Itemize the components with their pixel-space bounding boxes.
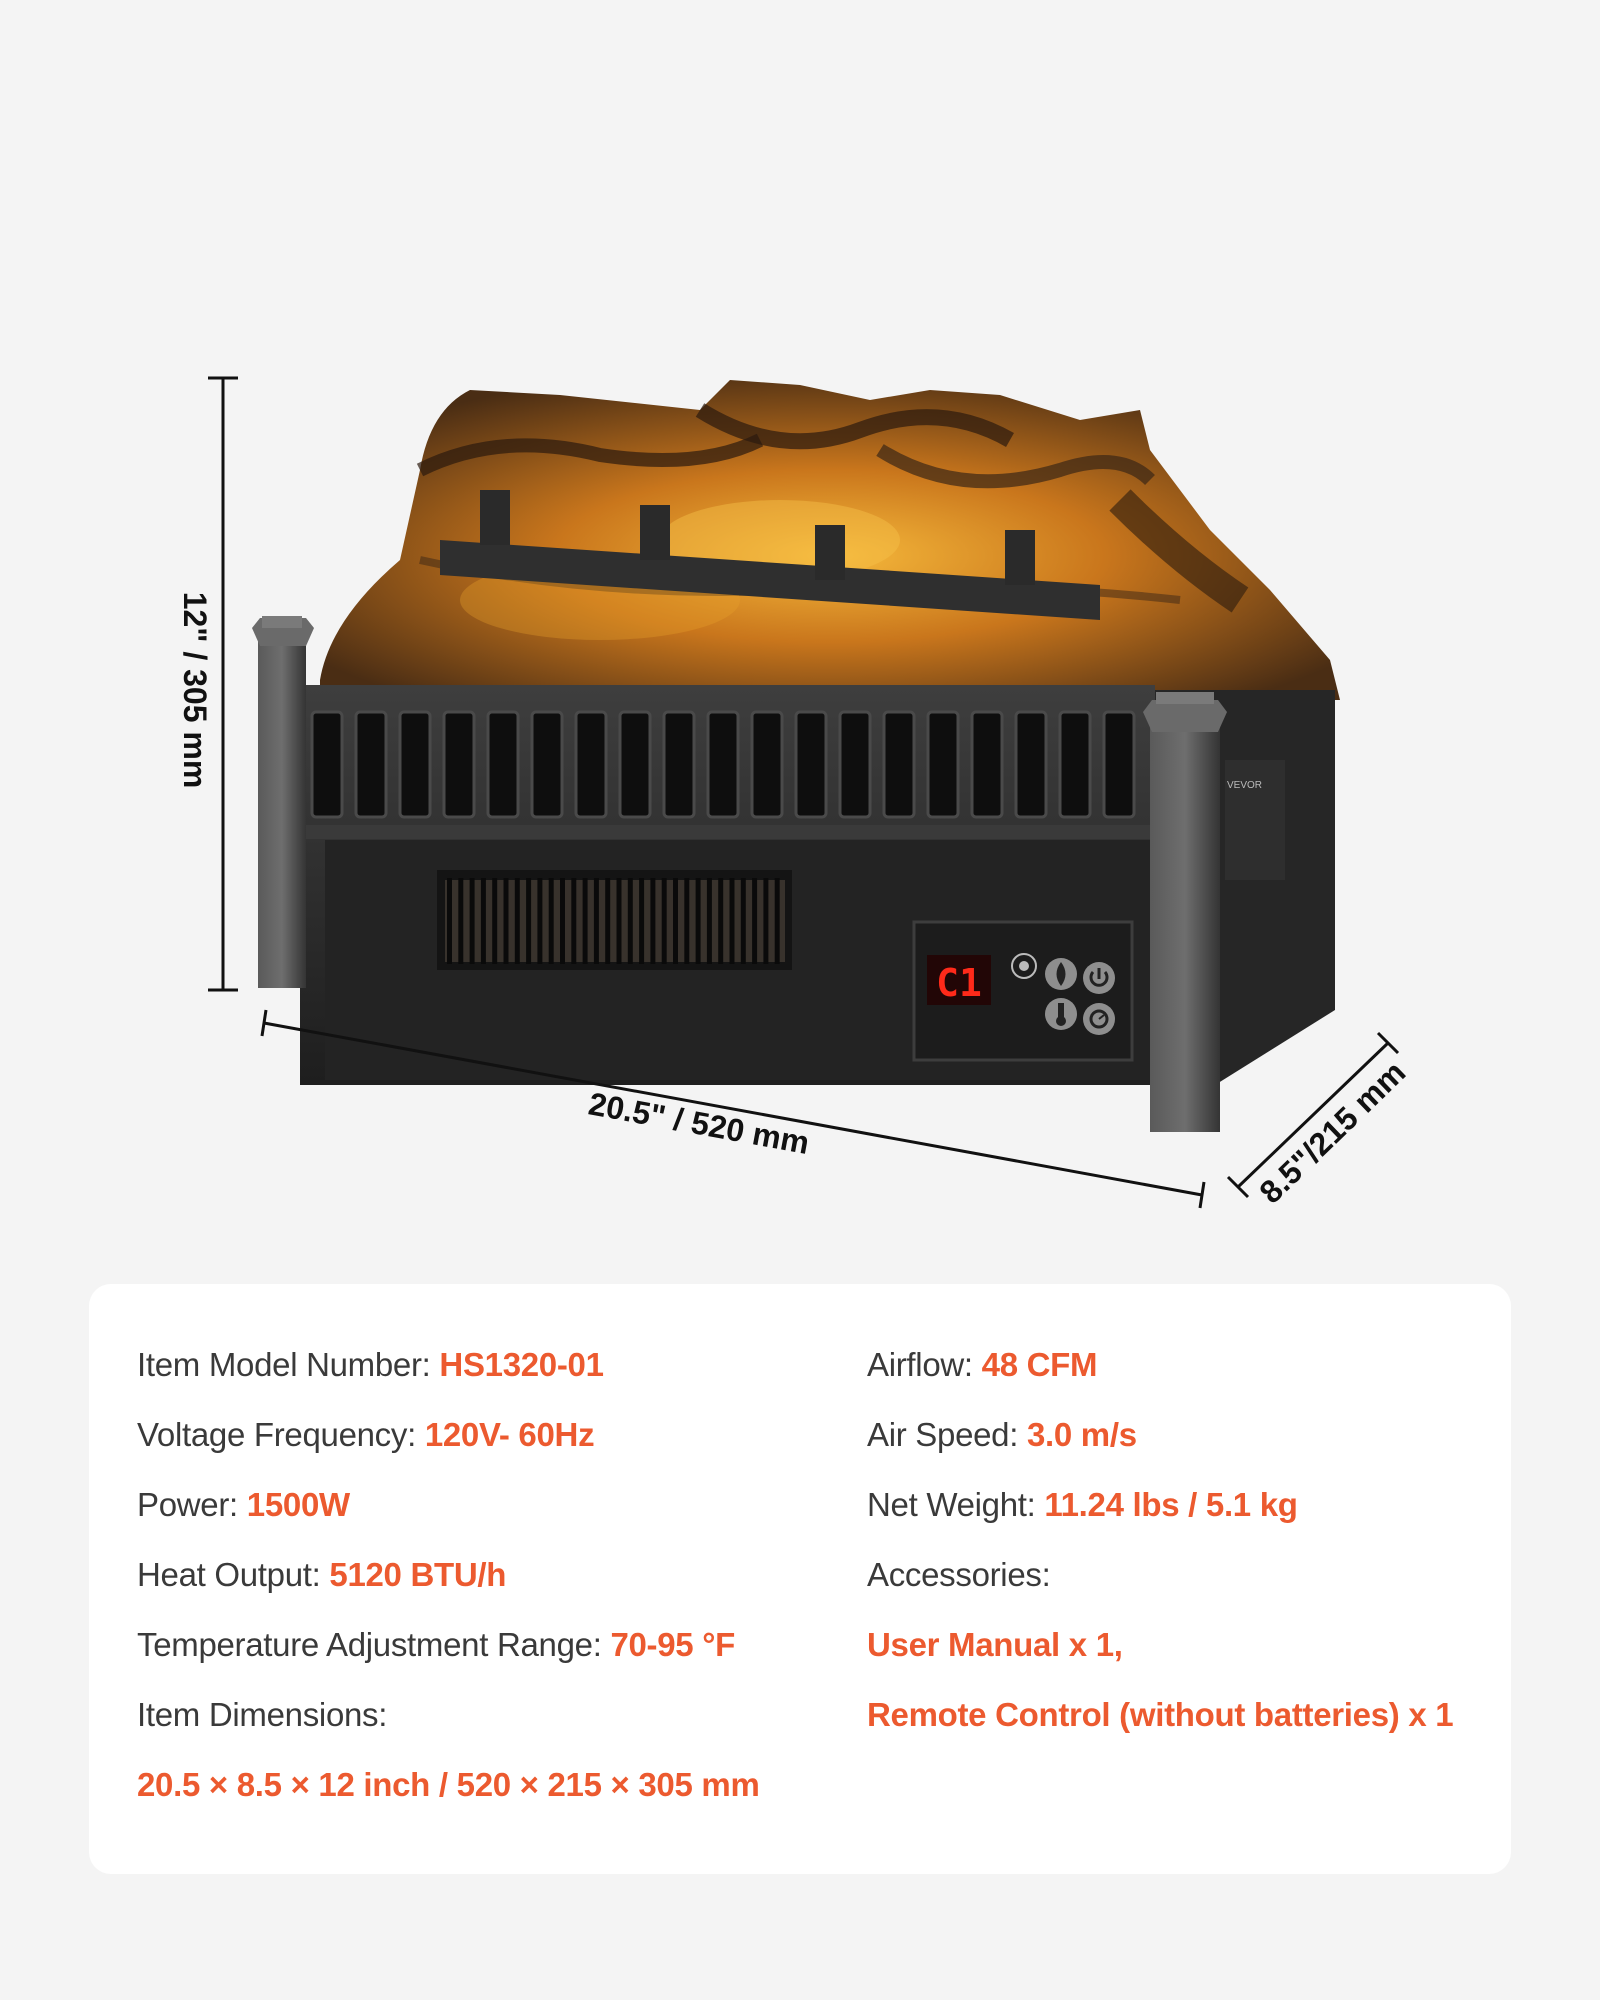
spec-value: 3.0 m/s — [1026, 1416, 1137, 1453]
spec-label: Air Speed: — [867, 1416, 1027, 1453]
spec-row: Remote Control (without batteries) x 1 — [867, 1680, 1487, 1750]
spec-value: Remote Control (without batteries) x 1 — [867, 1696, 1454, 1733]
heater-vent — [437, 870, 792, 970]
spec-label: Temperature Adjustment Range: — [137, 1626, 611, 1663]
product-illustration: VEVOR C1 — [177, 376, 1412, 1210]
spec-label: Item Dimensions: — [137, 1696, 388, 1733]
spec-value: 20.5 × 8.5 × 12 inch / 520 × 215 × 305 m… — [137, 1766, 760, 1803]
spec-row: Power: 1500W — [137, 1470, 817, 1540]
spec-row: Airflow: 48 CFM — [867, 1330, 1487, 1400]
grate-bar — [440, 490, 1100, 620]
spec-value: HS1320-01 — [439, 1346, 604, 1383]
spec-label: Item Model Number: — [137, 1346, 440, 1383]
spec-row: Heat Output: 5120 BTU/h — [137, 1540, 817, 1610]
brightness-icon[interactable] — [1011, 953, 1037, 979]
spec-row: Air Speed: 3.0 m/s — [867, 1400, 1487, 1470]
spec-value: 1500W — [246, 1486, 350, 1523]
spec-value: User Manual x 1, — [867, 1626, 1123, 1663]
thermometer-icon[interactable] — [1045, 998, 1077, 1030]
spec-row: Item Model Number: HS1320-01 — [137, 1330, 817, 1400]
heater-body: C1 — [300, 685, 1155, 1085]
spec-value: 120V- 60Hz — [424, 1416, 595, 1453]
brand-badge: VEVOR — [1227, 780, 1262, 791]
height-dimension — [208, 376, 238, 992]
height-label: 12" / 305 mm — [177, 592, 213, 789]
spec-row: 20.5 × 8.5 × 12 inch / 520 × 215 × 305 m… — [137, 1750, 817, 1820]
width-label: 20.5" / 520 mm — [586, 1085, 812, 1161]
spec-row: Voltage Frequency: 120V- 60Hz — [137, 1400, 817, 1470]
spec-label: Accessories: — [867, 1556, 1051, 1593]
spec-row: Temperature Adjustment Range: 70-95 °F — [137, 1610, 817, 1680]
spec-value: 70-95 °F — [610, 1626, 735, 1663]
timer-icon[interactable] — [1083, 1003, 1115, 1035]
control-panel: C1 — [912, 920, 1134, 1062]
spec-label: Net Weight: — [867, 1486, 1045, 1523]
spec-label: Power: — [137, 1486, 247, 1523]
depth-label: 8.5"/215 mm — [1252, 1054, 1412, 1210]
spec-label: Voltage Frequency: — [137, 1416, 425, 1453]
spec-value: 11.24 lbs / 5.1 kg — [1044, 1486, 1298, 1523]
spec-label: Airflow: — [867, 1346, 982, 1383]
spec-label: Heat Output: — [137, 1556, 330, 1593]
flame-icon[interactable] — [1045, 958, 1077, 990]
spec-row: Net Weight: 11.24 lbs / 5.1 kg — [867, 1470, 1487, 1540]
spec-row: User Manual x 1, — [867, 1610, 1487, 1680]
width-dimension — [260, 1009, 1206, 1209]
right-post — [1143, 692, 1227, 1132]
spec-row: Item Dimensions: — [137, 1680, 817, 1750]
left-post — [252, 616, 314, 988]
power-icon[interactable] — [1083, 962, 1115, 994]
front-louvers — [310, 710, 1136, 819]
spec-value: 48 CFM — [981, 1346, 1098, 1383]
temperature-display: C1 — [936, 961, 982, 1005]
spec-value: 5120 BTU/h — [329, 1556, 507, 1593]
warning-label — [1225, 760, 1285, 880]
depth-dimension — [1226, 1031, 1400, 1199]
spec-row: Accessories: — [867, 1540, 1487, 1610]
